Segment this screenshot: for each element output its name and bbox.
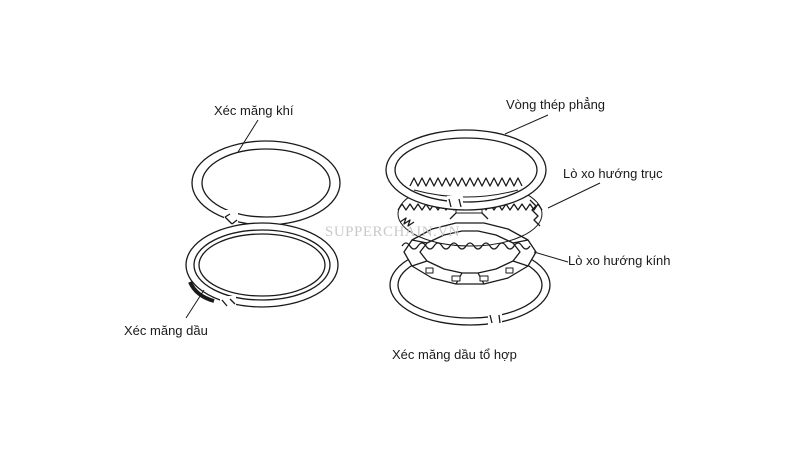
combined-oil-ring: [385, 129, 551, 326]
label-axial-spring: Lò xo hướng trục: [563, 166, 663, 181]
flat-steel-ring-top: [385, 129, 547, 211]
watermark: SUPPERCHAIN.VN: [325, 224, 460, 240]
leader-lines: [185, 114, 601, 319]
leader-gas-ring: [237, 119, 259, 153]
label-combined-oil-ring: Xéc măng dầu tổ hợp: [392, 347, 517, 362]
leader-radial-spring: [533, 251, 569, 263]
gas-ring: [191, 140, 341, 226]
leader-flat-steel-ring: [504, 114, 549, 135]
leader-axial-spring: [547, 182, 601, 209]
leader-oil-ring: [185, 289, 205, 319]
radial-spring: [401, 222, 537, 285]
label-gas-ring: Xéc măng khí: [214, 103, 294, 118]
label-radial-spring: Lò xo hướng kính: [568, 253, 671, 268]
oil-ring: [185, 222, 339, 310]
label-flat-steel-ring: Vòng thép phẳng: [506, 97, 606, 112]
label-oil-ring: Xéc măng dầu: [124, 323, 208, 338]
